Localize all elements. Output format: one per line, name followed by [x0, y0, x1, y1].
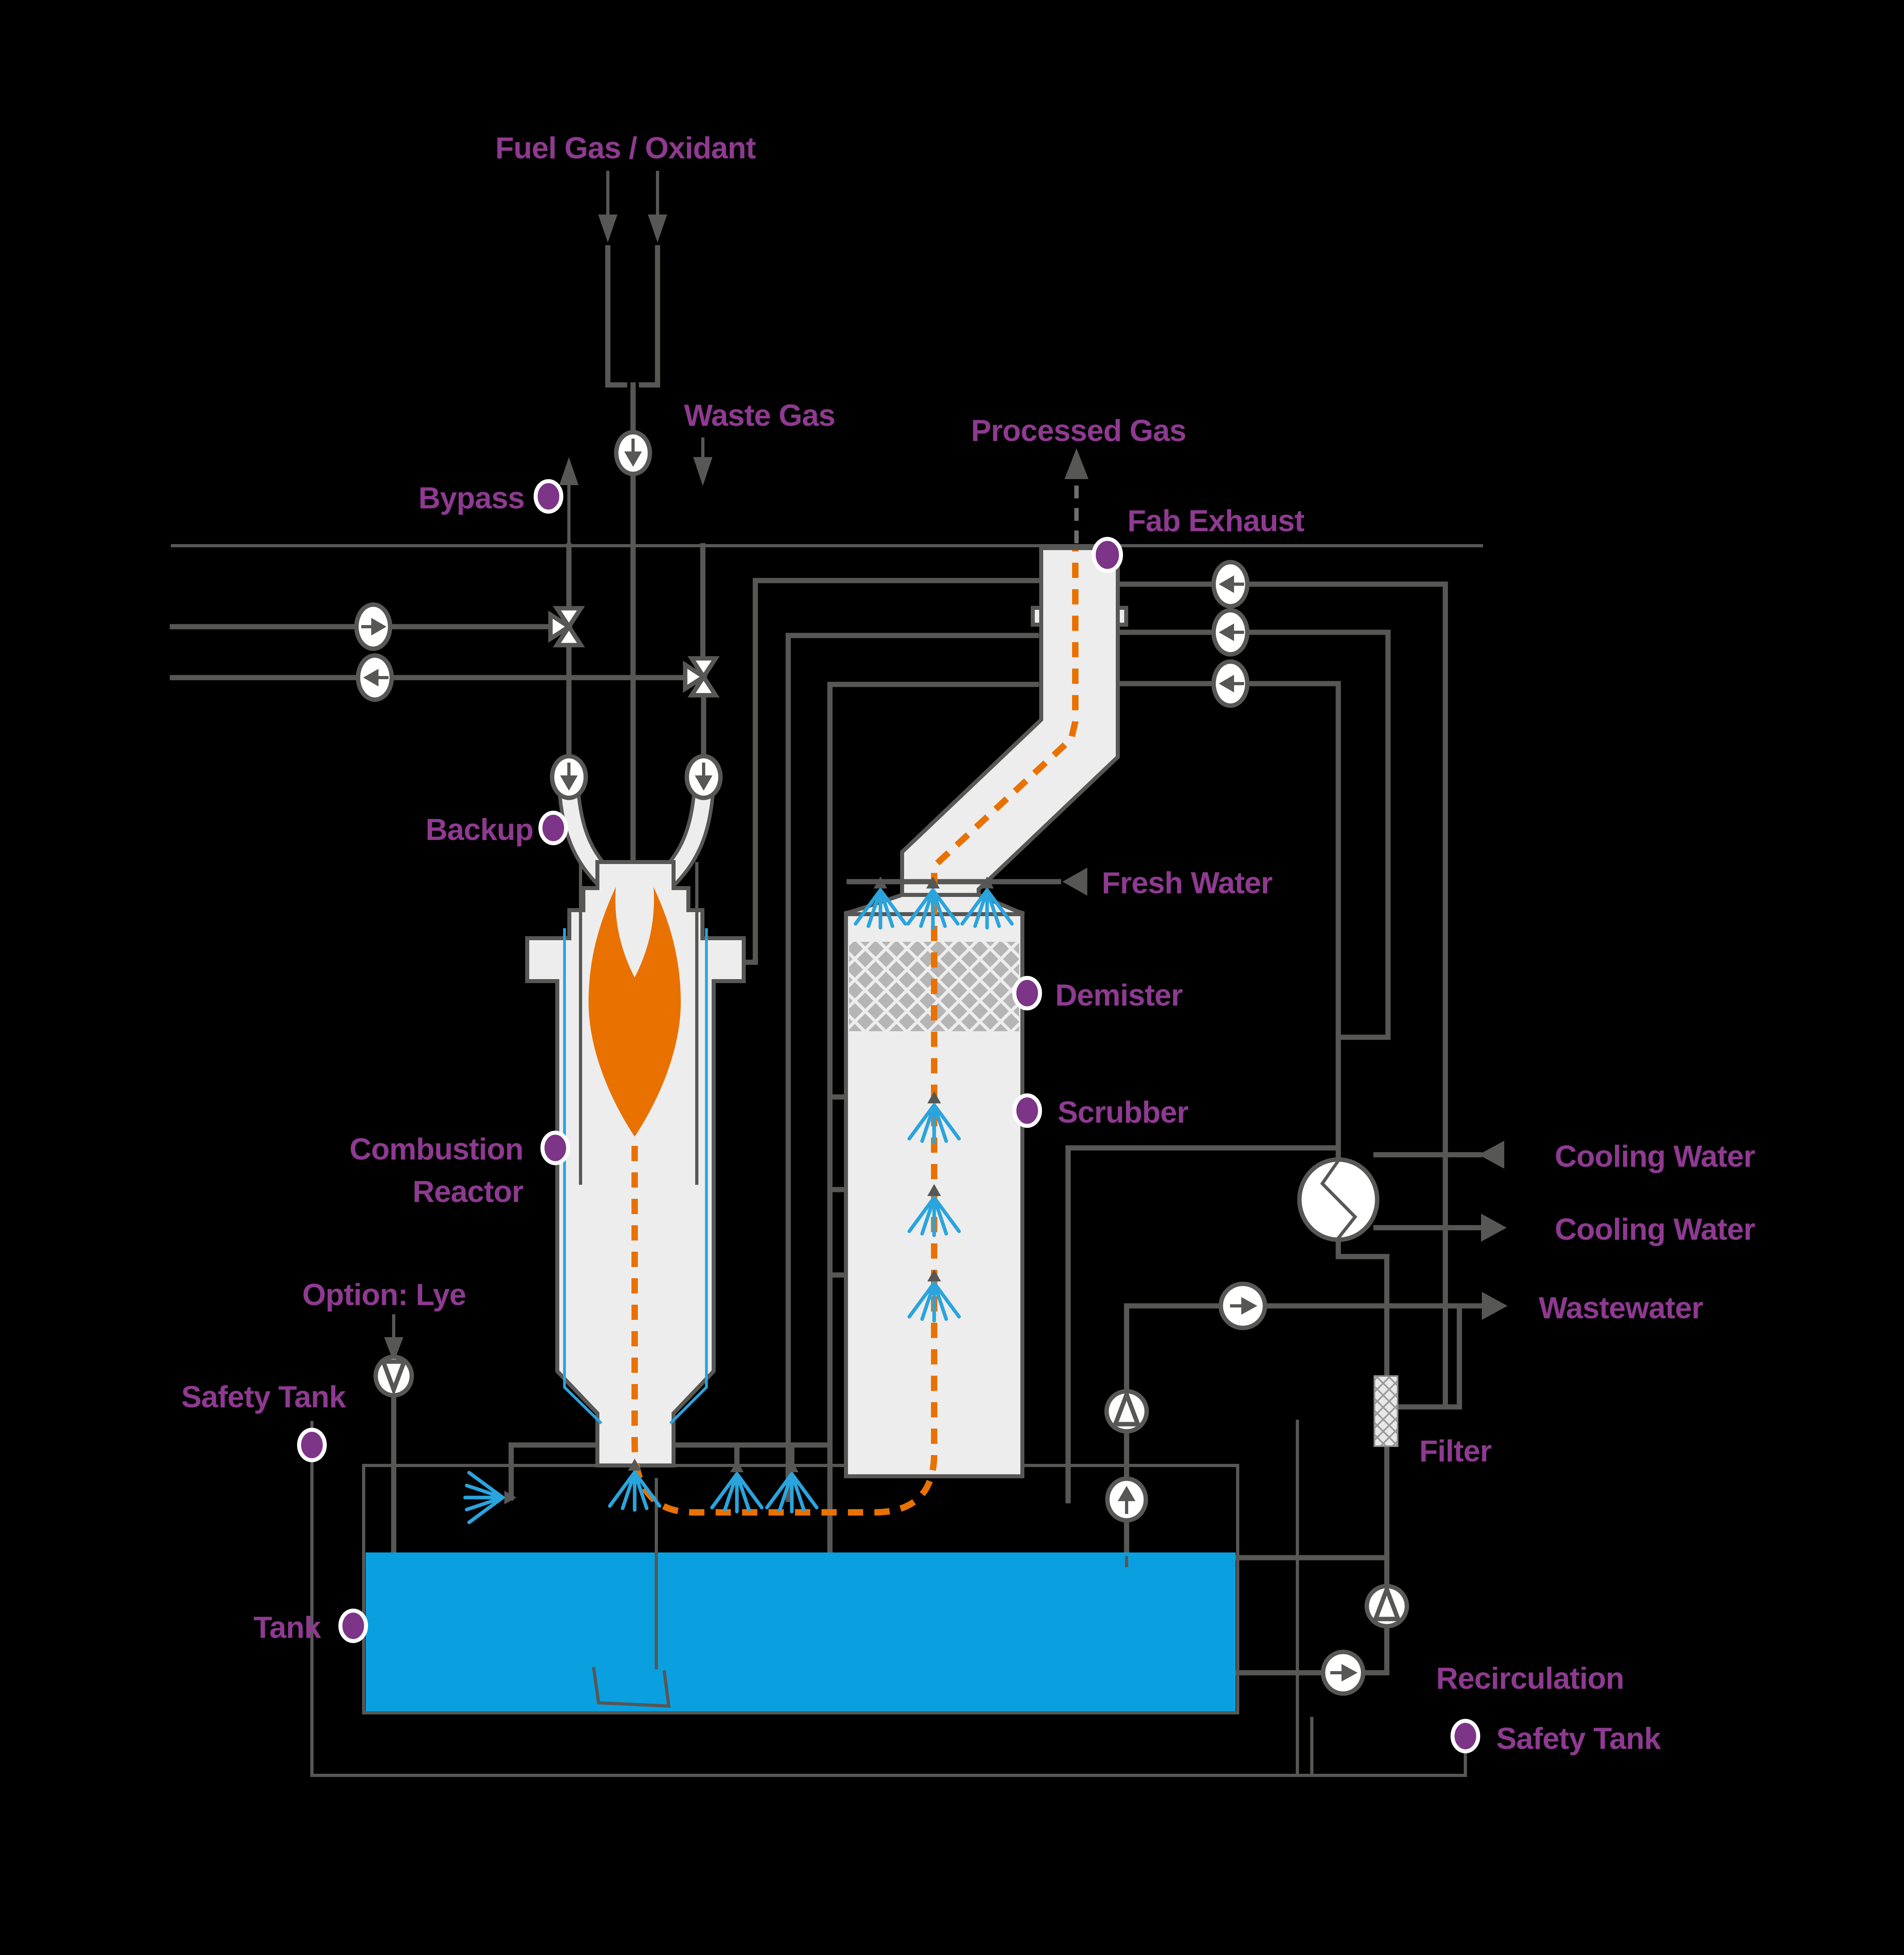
tank-dot — [338, 1609, 368, 1643]
combustion-label-line1: Combustion — [350, 1132, 523, 1166]
flame-icon — [589, 887, 681, 1137]
fab-tap-circle-2-icon — [1211, 608, 1250, 657]
water-tank — [362, 1464, 1239, 1714]
fresh-water-spray-icons — [854, 876, 1014, 930]
wastewater-label: Wastewater — [1539, 1291, 1703, 1325]
waste-gas-down-arrow-icon — [693, 457, 712, 486]
fab-exhaust-dot — [1092, 537, 1123, 573]
fresh-water-arrow-icon — [1062, 868, 1087, 896]
waste-flow-circle-down-icon — [684, 754, 723, 800]
fab-tap-circle-1-icon — [1211, 560, 1250, 609]
wastewater-pump-circle-icon — [1218, 1281, 1267, 1330]
supply-circle-right-icon — [354, 602, 393, 651]
lye-inlet-arrow-icon — [384, 1337, 403, 1362]
marker-dots — [297, 479, 1480, 1753]
tank-quench-spray-icons — [463, 1459, 819, 1524]
labels: Fuel Gas / Oxidant Waste Gas Bypass Proc… — [181, 131, 1756, 1756]
bypass-valve-icon — [548, 606, 585, 648]
fab-exhaust-label: Fab Exhaust — [1127, 504, 1305, 538]
supply-circle-left-icon — [356, 653, 394, 702]
waste-gas-label: Waste Gas — [684, 399, 835, 433]
safety-tank-left-label: Safety Tank — [181, 1380, 346, 1414]
demister-dot — [1012, 976, 1042, 1010]
cooling-water-in-arrow-icon — [1479, 1141, 1504, 1169]
tank-flow-circle-up-icon — [1105, 1476, 1148, 1523]
processed-gas-label: Processed Gas — [971, 414, 1186, 448]
tank-weir — [592, 1667, 671, 1708]
combustion-reactor — [525, 781, 746, 1467]
tank-water — [366, 1552, 1236, 1711]
fab-exhaust-duct — [844, 546, 1128, 915]
fuel-inlet-arrow-icon — [598, 215, 617, 243]
fuel-flow-circle-down-icon — [614, 430, 652, 476]
bypass-up-arrow-icon — [559, 457, 579, 485]
bypass-flow-circle-down-icon — [550, 754, 588, 800]
waste-gas-valve-icon — [683, 656, 720, 698]
processed-gas-arrow-icon — [1064, 448, 1089, 479]
backup-label: Backup — [425, 813, 533, 847]
hot-gas-path — [631, 550, 1078, 1516]
scrubber-column — [844, 868, 1087, 1478]
fuel-gas-label: Fuel Gas / Oxidant — [495, 131, 756, 165]
pipe-network — [170, 171, 1507, 1777]
scrubber-spray-icons — [907, 1091, 961, 1323]
fab-tap-circle-3-icon — [1211, 659, 1250, 708]
oxidant-inlet-arrow-icon — [648, 215, 667, 243]
recirculation-flow-circle-icon — [1321, 1649, 1366, 1696]
lye-pump-icon — [373, 1354, 414, 1398]
filter-element — [1374, 1375, 1398, 1447]
fresh-water-label: Fresh Water — [1102, 866, 1273, 900]
demister-label: Demister — [1055, 978, 1183, 1012]
spray-nozzles — [463, 876, 1014, 1524]
safety-tank-right-label: Safety Tank — [1496, 1722, 1661, 1756]
tank-pump-icon — [1104, 1388, 1149, 1434]
filter-label: Filter — [1419, 1434, 1491, 1468]
side-spray-icon — [463, 1471, 516, 1524]
combustion-reactor-dot — [540, 1131, 570, 1165]
backup-dot — [538, 811, 568, 845]
heat-exchanger-icon — [1297, 1157, 1380, 1242]
safety-tank-right-dot — [1451, 1719, 1480, 1753]
scrubber-label: Scrubber — [1058, 1095, 1188, 1129]
cooling-water-in-label: Cooling Water — [1555, 1139, 1755, 1174]
wastewater-arrow-icon — [1482, 1292, 1507, 1320]
combustion-label-line2: Reactor — [413, 1175, 523, 1209]
recirculation-label: Recirculation — [1436, 1662, 1624, 1696]
bypass-dot — [534, 479, 563, 514]
option-lye-label: Option: Lye — [302, 1278, 466, 1312]
tank-label: Tank — [253, 1611, 321, 1645]
safety-tank-left-dot — [297, 1428, 327, 1462]
cooling-water-out-label: Cooling Water — [1555, 1212, 1755, 1247]
cooling-water-out-arrow-icon — [1481, 1214, 1507, 1242]
fuel-gas-duct — [598, 171, 667, 388]
scrubber-dot — [1012, 1093, 1042, 1128]
bypass-label: Bypass — [419, 481, 524, 515]
flow-devices — [354, 430, 1409, 1696]
recirculation-pump-icon — [1364, 1583, 1409, 1629]
